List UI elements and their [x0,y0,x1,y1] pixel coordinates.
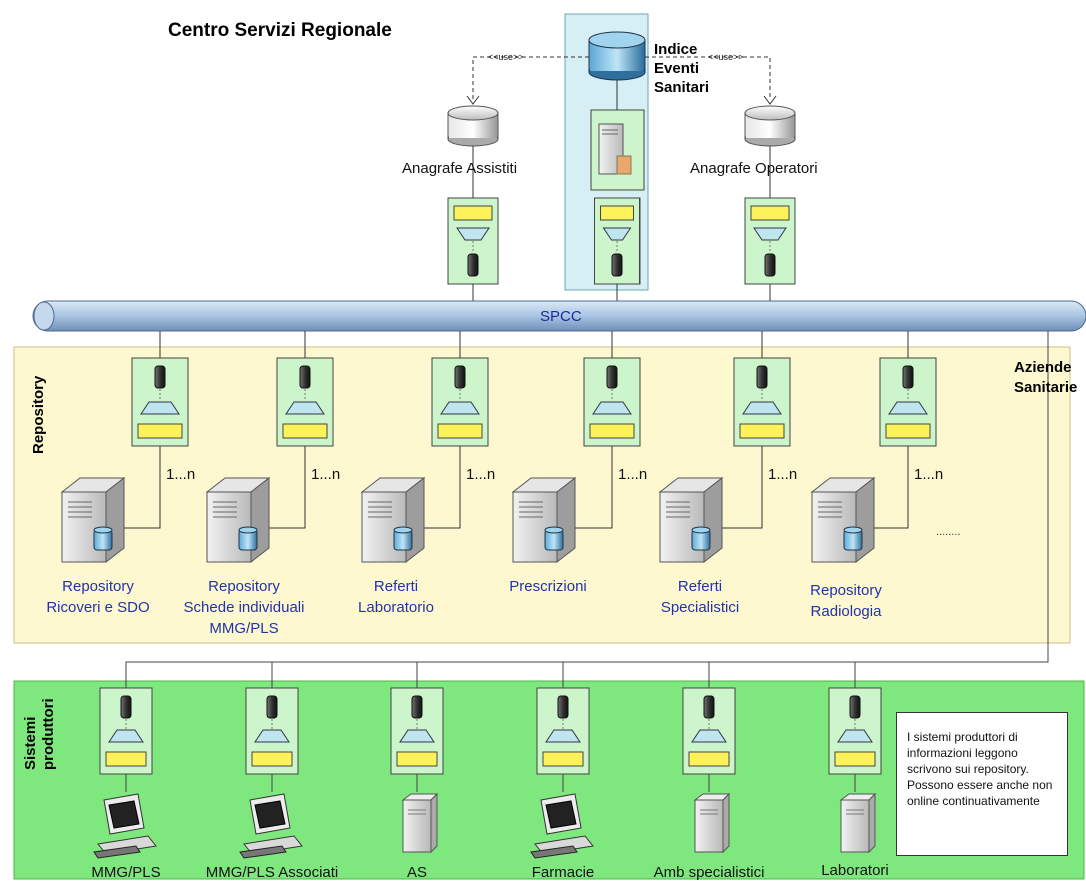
aziende-line-1: Aziende [1014,359,1072,376]
producers-section-label: Sistemi produttori [22,698,58,770]
repository-label-line: Radiologia [810,603,882,620]
producer-pc-icon-1 [239,793,303,859]
repo-connector-5 [879,357,937,447]
producer-pc-icon-3 [530,793,594,859]
producer-server-icon-5 [839,792,877,854]
repository-label-line: Laboratorio [358,599,434,616]
repo-connector-1 [276,357,334,447]
producer-label-4: Amb specialistici [653,864,765,881]
producer-label-1: MMG/PLS Associati [205,864,339,881]
producer-pc-icon-0 [93,793,157,859]
repo-server-icon-4 [658,476,724,564]
more-repositories-ellipsis: ........ [936,526,961,538]
repo-server-icon-0 [60,476,126,564]
anagrafe-assistiti-label: Anagrafe Assistiti [402,160,518,177]
repo-connector-4 [733,357,791,447]
producer-server-icon-4 [693,792,731,854]
repository-label-line: Ricoveri e SDO [46,599,150,616]
producer-label-0: MMG/PLS [91,864,161,881]
producer-server-icon-2 [401,792,439,854]
indice-line-2: Eventi [654,60,700,77]
producer-connector-0 [99,687,153,775]
repository-label-line: Schede individuali [183,599,305,616]
page-title: Centro Servizi Regionale [168,20,392,41]
indice-line-3: Sanitari [654,79,710,96]
anagrafe-assistiti-db-icon [447,105,499,147]
producer-label-5: Laboratori [821,862,889,879]
connector-indice [594,197,640,285]
indice-eventi-db-icon [588,31,646,81]
multiplicity-label-2: 1...n [466,466,496,483]
producer-label-3: Farmacie [531,864,595,881]
multiplicity-label-4: 1...n [768,466,798,483]
repo-server-icon-2 [360,476,426,564]
producer-label-2: AS [406,864,427,881]
indice-label: Indice Eventi Sanitari [654,40,709,97]
repo-server-icon-1 [205,476,271,564]
producer-connector-1 [245,687,299,775]
connector-assistiti [447,197,499,285]
producers-line-1: Sistemi [22,716,39,770]
repository-label-line: Specialistici [660,599,740,616]
repository-label-line: Repository [208,578,280,595]
top-connectors [447,146,796,301]
producer-connector-3 [536,687,590,775]
repo-server-icon-3 [511,476,577,564]
repository-label-line: Referti [677,578,723,595]
repository-label-line: MMG/PLS [209,620,279,637]
multiplicity-label-5: 1...n [914,466,944,483]
repository-label-3: Prescrizioni [468,576,628,597]
anagrafe-operatori-db-icon [744,105,796,147]
repo-connector-2 [431,357,489,447]
repository-label-line: Prescrizioni [509,578,587,595]
multiplicity-label-1: 1...n [311,466,341,483]
repository-label-line: Repository [62,578,134,595]
repo-connector-0 [131,357,189,447]
anagrafe-operatori-label: Anagrafe Operatori [690,160,818,177]
aziende-line-2: Sanitarie [1014,379,1078,396]
use-label-left: <<use>> [488,52,524,62]
spcc-bus [32,300,1086,332]
producers-note: I sistemi produttori di informazioni leg… [896,712,1068,856]
producers-line-2: produttori [40,698,57,770]
producer-connector-5 [828,687,882,775]
use-label-right: <<use>> [708,52,744,62]
repository-section-label: Repository [30,375,47,454]
multiplicity-label-0: 1...n [166,466,196,483]
repo-server-icon-5 [810,476,876,564]
use-arrows [472,56,771,100]
aziende-label: Aziende Sanitarie [1014,358,1077,398]
indice-line-1: Indice [654,41,698,58]
repository-label-line: Referti [373,578,419,595]
repo-connector-3 [583,357,641,447]
multiplicity-label-3: 1...n [618,466,648,483]
producer-connector-4 [682,687,736,775]
repository-label-line: Repository [810,582,882,599]
repository-connectors [60,331,937,564]
spcc-label: SPCC [540,308,582,325]
producer-connector-2 [390,687,444,775]
producer-connectors [93,661,882,859]
index-server-icon [598,123,632,175]
connector-operatori [744,197,796,285]
